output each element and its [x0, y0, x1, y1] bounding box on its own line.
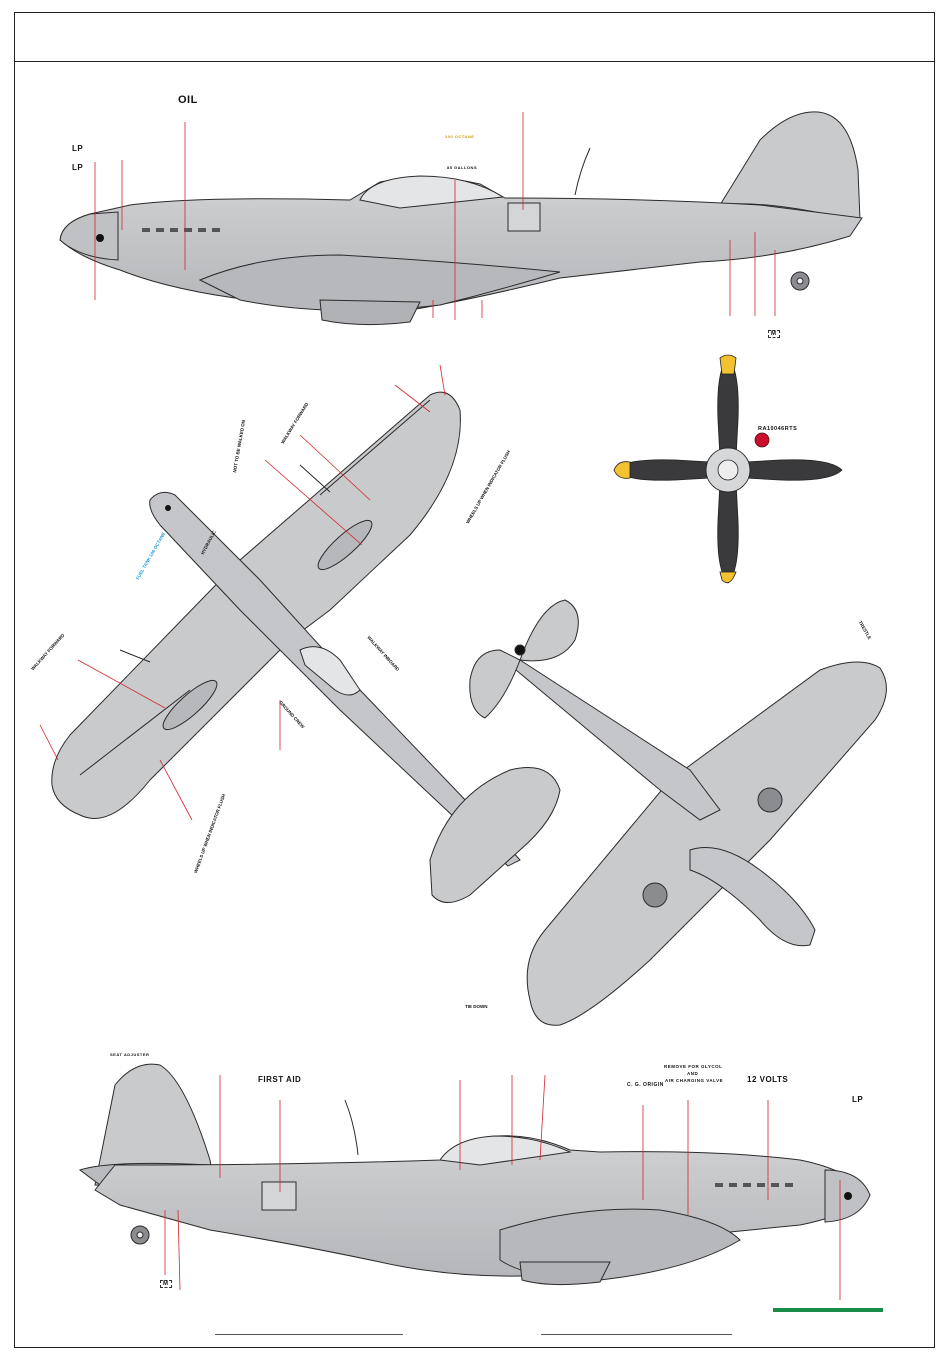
air-charging-valve-label: AIR CHARGING VALVE [665, 1078, 724, 1083]
callouts-bottom [164, 1074, 841, 1300]
plan-view-top [51, 391, 561, 903]
fuel-octane-label: 100 OCTANE [445, 134, 475, 139]
lp-mark-2: LP [72, 163, 84, 172]
propeller [613, 354, 843, 584]
cg-origin-label: C. G. ORIGIN [627, 1082, 664, 1088]
and-label: AND [687, 1071, 699, 1076]
oil-label: OIL [178, 94, 198, 106]
lp-mark-1: LP [72, 144, 84, 153]
title-bar [14, 12, 935, 62]
sheet-frame [14, 12, 935, 1348]
green-scale-bar [773, 1308, 883, 1312]
lp-mark-3: LP [852, 1095, 864, 1104]
side-view-right [78, 1063, 871, 1286]
twelve-volts-label: 12 VOLTS [747, 1075, 789, 1084]
first-aid-label: FIRST AID [258, 1075, 302, 1084]
callouts-plan [39, 364, 446, 821]
m-mark-bottom: M [160, 1280, 172, 1288]
callouts-top [94, 112, 776, 320]
side-view-left [59, 111, 863, 326]
tie-down-label: TIE DOWN [465, 1004, 488, 1009]
footer-line-right [541, 1334, 732, 1335]
fuel-gallons-label: 85 GALLONS [447, 165, 478, 170]
remove-for-glycol-label: REMOVE FOR GLYCOL [664, 1064, 723, 1069]
seat-adjuster-label: SEAT ADJUSTER [110, 1052, 150, 1057]
m-mark-top: M [768, 330, 780, 338]
prop-code-label: RA10046RTS [758, 426, 798, 432]
footer-line-left [215, 1334, 403, 1335]
plan-view-bottom [469, 599, 887, 1026]
